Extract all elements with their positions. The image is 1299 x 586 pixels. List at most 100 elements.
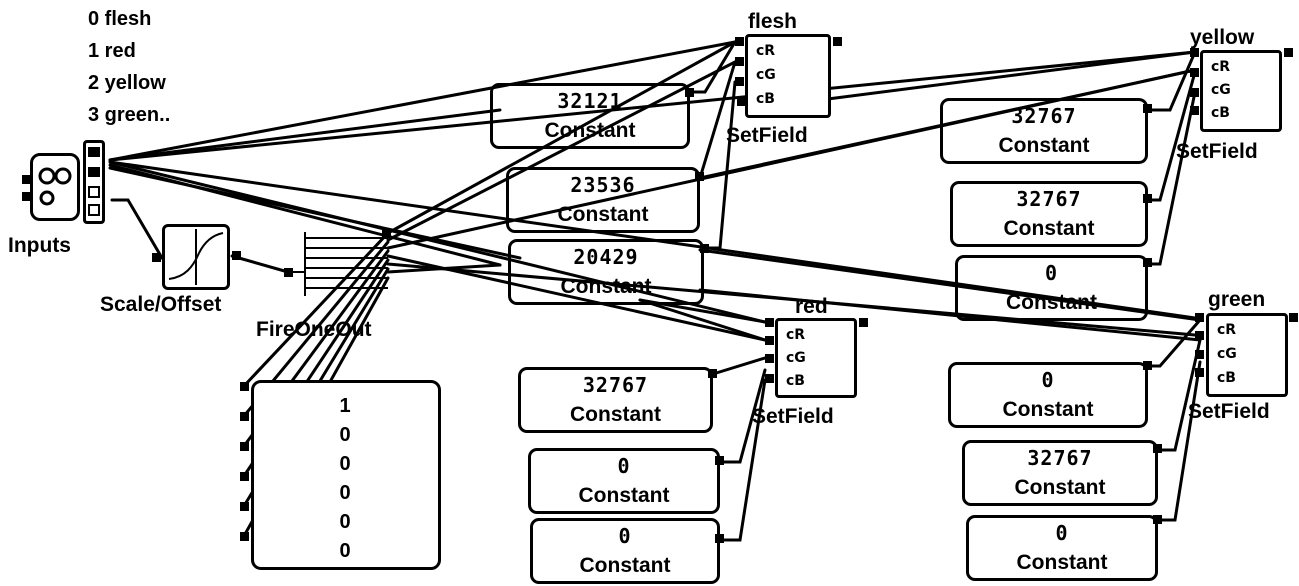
wire	[1146, 318, 1202, 368]
setfield-in-port[interactable]	[1195, 350, 1204, 359]
constant-out-port[interactable]	[715, 456, 724, 465]
setfield-in-port[interactable]	[1195, 331, 1204, 340]
field-row: cG	[1217, 346, 1237, 362]
setfield-in-port[interactable]	[1195, 368, 1204, 377]
wire	[386, 40, 737, 235]
constant-node[interactable]: 0 Constant	[966, 515, 1158, 581]
setfield-node-yellow[interactable]: cR cG cB	[1200, 50, 1282, 132]
wire	[110, 198, 164, 260]
fire-value: 0	[339, 482, 351, 504]
panel-port[interactable]	[240, 382, 249, 391]
constant-out-port[interactable]	[1143, 194, 1152, 203]
field-row: cR	[756, 43, 776, 59]
setfield-node-green[interactable]: cR cG cB	[1206, 313, 1288, 397]
constant-out-port[interactable]	[1153, 515, 1162, 524]
scale-in-port[interactable]	[152, 253, 161, 262]
fire-output-panel[interactable]	[251, 380, 441, 570]
inputs-output-panel[interactable]	[83, 140, 105, 224]
fire-out-port[interactable]	[382, 229, 391, 238]
panel-port[interactable]	[240, 472, 249, 481]
fire-in-port[interactable]	[284, 268, 293, 277]
wire	[698, 68, 1197, 180]
constant-label: Constant	[998, 134, 1090, 157]
constant-node[interactable]: 0 Constant	[528, 448, 720, 514]
setfield-title-red: red	[795, 295, 828, 318]
panel-port[interactable]	[240, 532, 249, 541]
wire	[698, 60, 737, 180]
constant-value: 0	[618, 524, 632, 548]
setfield-in-port[interactable]	[1190, 88, 1199, 97]
wire	[1156, 338, 1202, 452]
field-row: cR	[786, 327, 806, 343]
fire-value: 0	[339, 511, 351, 533]
constant-out-port[interactable]	[695, 172, 704, 181]
setfield-in-port[interactable]	[1190, 106, 1199, 115]
setfield-node-red[interactable]: cR cG cB	[775, 318, 857, 398]
setfield-in-port[interactable]	[735, 57, 744, 66]
constant-node[interactable]: 32767 Constant	[950, 181, 1148, 247]
setfield-out-port[interactable]	[859, 318, 868, 327]
constant-value: 32767	[1016, 187, 1082, 211]
setfield-caption-green: SetField	[1188, 400, 1270, 423]
panel-port[interactable]	[240, 442, 249, 451]
constant-value: 0	[1055, 521, 1069, 545]
panel-port[interactable]	[240, 412, 249, 421]
constant-out-port[interactable]	[1143, 361, 1152, 370]
wire	[108, 108, 502, 162]
setfield-out-port[interactable]	[833, 37, 842, 46]
setfield-in-port[interactable]	[735, 37, 744, 46]
fire-value: 0	[339, 453, 351, 475]
constant-node[interactable]: 0 Constant	[948, 362, 1148, 428]
wire	[1146, 70, 1197, 202]
constant-out-port[interactable]	[708, 369, 717, 378]
scale-out-port[interactable]	[232, 251, 241, 260]
constant-value: 32767	[582, 373, 649, 397]
constant-label: Constant	[570, 403, 661, 426]
panel-port[interactable]	[240, 502, 249, 511]
constant-node[interactable]: 32767 Constant	[940, 98, 1148, 164]
constant-node[interactable]: 32767 Constant	[518, 367, 713, 433]
constant-label: Constant	[1016, 551, 1108, 574]
setfield-in-port[interactable]	[765, 374, 774, 383]
constant-out-port[interactable]	[1153, 444, 1162, 453]
constant-node[interactable]: 23536 Constant	[506, 167, 700, 233]
wire	[230, 254, 290, 274]
setfield-out-port[interactable]	[1284, 48, 1293, 57]
setfield-in-port[interactable]	[737, 97, 746, 106]
constant-out-port[interactable]	[685, 88, 694, 97]
wire	[386, 60, 737, 242]
constant-out-port[interactable]	[715, 534, 724, 543]
setfield-out-port[interactable]	[1289, 313, 1298, 322]
inputs-in-port[interactable]	[22, 175, 31, 184]
wire	[698, 288, 1202, 342]
wire	[688, 40, 737, 94]
wire	[711, 356, 767, 376]
scale-offset-node[interactable]	[162, 224, 230, 290]
setfield-in-port[interactable]	[1190, 68, 1199, 77]
field-row: cG	[1211, 82, 1231, 98]
constant-value: 23536	[570, 173, 636, 197]
inputs-node[interactable]	[30, 153, 80, 221]
setfield-in-port[interactable]	[735, 77, 744, 86]
setfield-in-port[interactable]	[765, 336, 774, 345]
constant-label: Constant	[578, 484, 670, 507]
setfield-in-port[interactable]	[1195, 313, 1204, 322]
constant-node[interactable]: 0 Constant	[530, 518, 720, 584]
constant-out-port[interactable]	[700, 244, 709, 253]
setfield-in-port[interactable]	[765, 318, 774, 327]
constant-label: Constant	[1002, 398, 1094, 421]
field-row: cB	[1211, 105, 1230, 121]
setfield-in-port[interactable]	[765, 354, 774, 363]
setfield-in-port[interactable]	[1190, 48, 1199, 57]
constant-out-port[interactable]	[1143, 258, 1152, 267]
fire-value: 0	[339, 540, 351, 562]
constant-node[interactable]: 20429 Constant	[508, 239, 704, 305]
fire-value: 1	[339, 395, 351, 417]
constant-node[interactable]: 32767 Constant	[962, 440, 1158, 506]
inputs-in-port[interactable]	[22, 192, 31, 201]
wire	[386, 263, 502, 274]
setfield-node-flesh[interactable]: cR cG cB	[745, 34, 831, 118]
constant-value: 0	[617, 454, 631, 478]
constant-out-port[interactable]	[1143, 104, 1152, 113]
wire	[718, 368, 767, 464]
